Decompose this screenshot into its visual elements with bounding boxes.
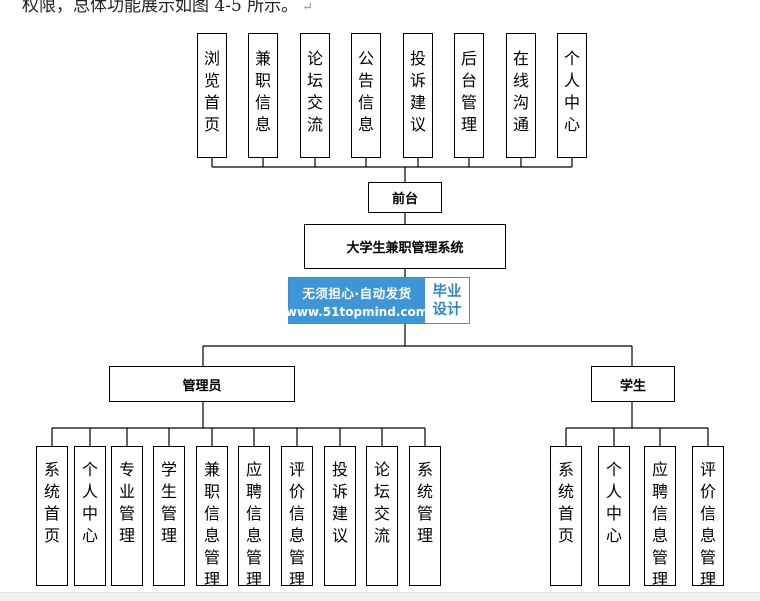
frontend-module-label: 后台管理 bbox=[461, 49, 478, 134]
frontend-module-label: 在线沟通 bbox=[513, 49, 530, 134]
admin-module-4: 兼职信息管理 bbox=[196, 446, 228, 589]
admin-node: 管理员 bbox=[109, 366, 295, 402]
frontend-module-label: 投诉建议 bbox=[410, 49, 427, 134]
admin-module-7: 投诉建议 bbox=[324, 446, 356, 586]
frontend-module-4: 投诉建议 bbox=[403, 33, 433, 158]
admin-module-label: 专业管理 bbox=[119, 460, 136, 545]
admin-module-label: 论坛交流 bbox=[374, 460, 391, 545]
student-module-label: 系统首页 bbox=[558, 460, 575, 545]
admin-module-label: 系统首页 bbox=[44, 460, 61, 545]
frontend-node: 前台 bbox=[368, 182, 442, 213]
admin-module-9: 系统管理 bbox=[409, 446, 441, 586]
frontend-module-label: 论坛交流 bbox=[307, 49, 324, 134]
watermark-tag-1: 毕业 bbox=[432, 283, 462, 300]
student-module-label: 应聘信息管理 bbox=[652, 460, 669, 589]
watermark-slogan: 无须担心·自动发货 bbox=[302, 285, 412, 301]
frontend-module-label: 个人中心 bbox=[564, 49, 581, 134]
student-module-label: 个人中心 bbox=[606, 460, 623, 545]
frontend-module-label: 浏览首页 bbox=[204, 49, 221, 134]
return-mark-icon: ↵ bbox=[302, 0, 314, 15]
student-module-0: 系统首页 bbox=[550, 446, 582, 586]
watermark-tag-2: 设计 bbox=[432, 301, 462, 318]
admin-module-2: 专业管理 bbox=[111, 446, 143, 586]
watermark-right: 毕业 设计 bbox=[425, 278, 469, 323]
watermark-left: 无须担心·自动发货 www.51topmind.com bbox=[286, 278, 428, 323]
student-node: 学生 bbox=[591, 366, 675, 402]
admin-module-label: 系统管理 bbox=[417, 460, 434, 545]
frontend-module-6: 在线沟通 bbox=[506, 33, 536, 158]
frontend-module-label: 兼职信息 bbox=[255, 49, 272, 134]
caption-text: 权限，总体功能展示如图 4-5 所示。↵ bbox=[22, 0, 314, 16]
watermark-url: www.51topmind.com bbox=[285, 304, 429, 319]
root-node: 大学生兼职管理系统 bbox=[304, 224, 506, 269]
frontend-module-label: 公告信息 bbox=[358, 49, 375, 134]
admin-module-label: 个人中心 bbox=[82, 460, 99, 545]
admin-module-label: 学生管理 bbox=[161, 460, 178, 545]
admin-module-label: 兼职信息管理 bbox=[204, 460, 221, 589]
student-module-2: 应聘信息管理 bbox=[644, 446, 676, 589]
student-module-3: 评价信息管理 bbox=[692, 446, 724, 589]
admin-module-label: 评价信息管理 bbox=[289, 460, 306, 589]
admin-module-3: 学生管理 bbox=[153, 446, 185, 586]
page-bottom-bar bbox=[0, 592, 760, 601]
admin-module-label: 应聘信息管理 bbox=[246, 460, 263, 589]
admin-module-5: 应聘信息管理 bbox=[238, 446, 270, 589]
admin-module-label: 投诉建议 bbox=[332, 460, 349, 545]
frontend-module-2: 论坛交流 bbox=[300, 33, 330, 158]
frontend-module-7: 个人中心 bbox=[557, 33, 587, 158]
admin-module-0: 系统首页 bbox=[36, 446, 68, 586]
admin-label: 管理员 bbox=[182, 378, 222, 394]
student-label: 学生 bbox=[619, 378, 646, 394]
watermark-badge: 无须担心·自动发货 www.51topmind.com 毕业 设计 bbox=[286, 277, 470, 324]
frontend-module-5: 后台管理 bbox=[454, 33, 484, 158]
frontend-module-1: 兼职信息 bbox=[248, 33, 278, 158]
root-label: 大学生兼职管理系统 bbox=[346, 241, 464, 256]
student-module-1: 个人中心 bbox=[598, 446, 630, 586]
student-module-label: 评价信息管理 bbox=[700, 460, 717, 589]
frontend-label: 前台 bbox=[391, 192, 418, 207]
frontend-module-0: 浏览首页 bbox=[197, 33, 227, 158]
admin-module-1: 个人中心 bbox=[74, 446, 106, 586]
admin-module-6: 评价信息管理 bbox=[281, 446, 313, 589]
frontend-module-3: 公告信息 bbox=[351, 33, 381, 158]
admin-module-8: 论坛交流 bbox=[366, 446, 398, 586]
